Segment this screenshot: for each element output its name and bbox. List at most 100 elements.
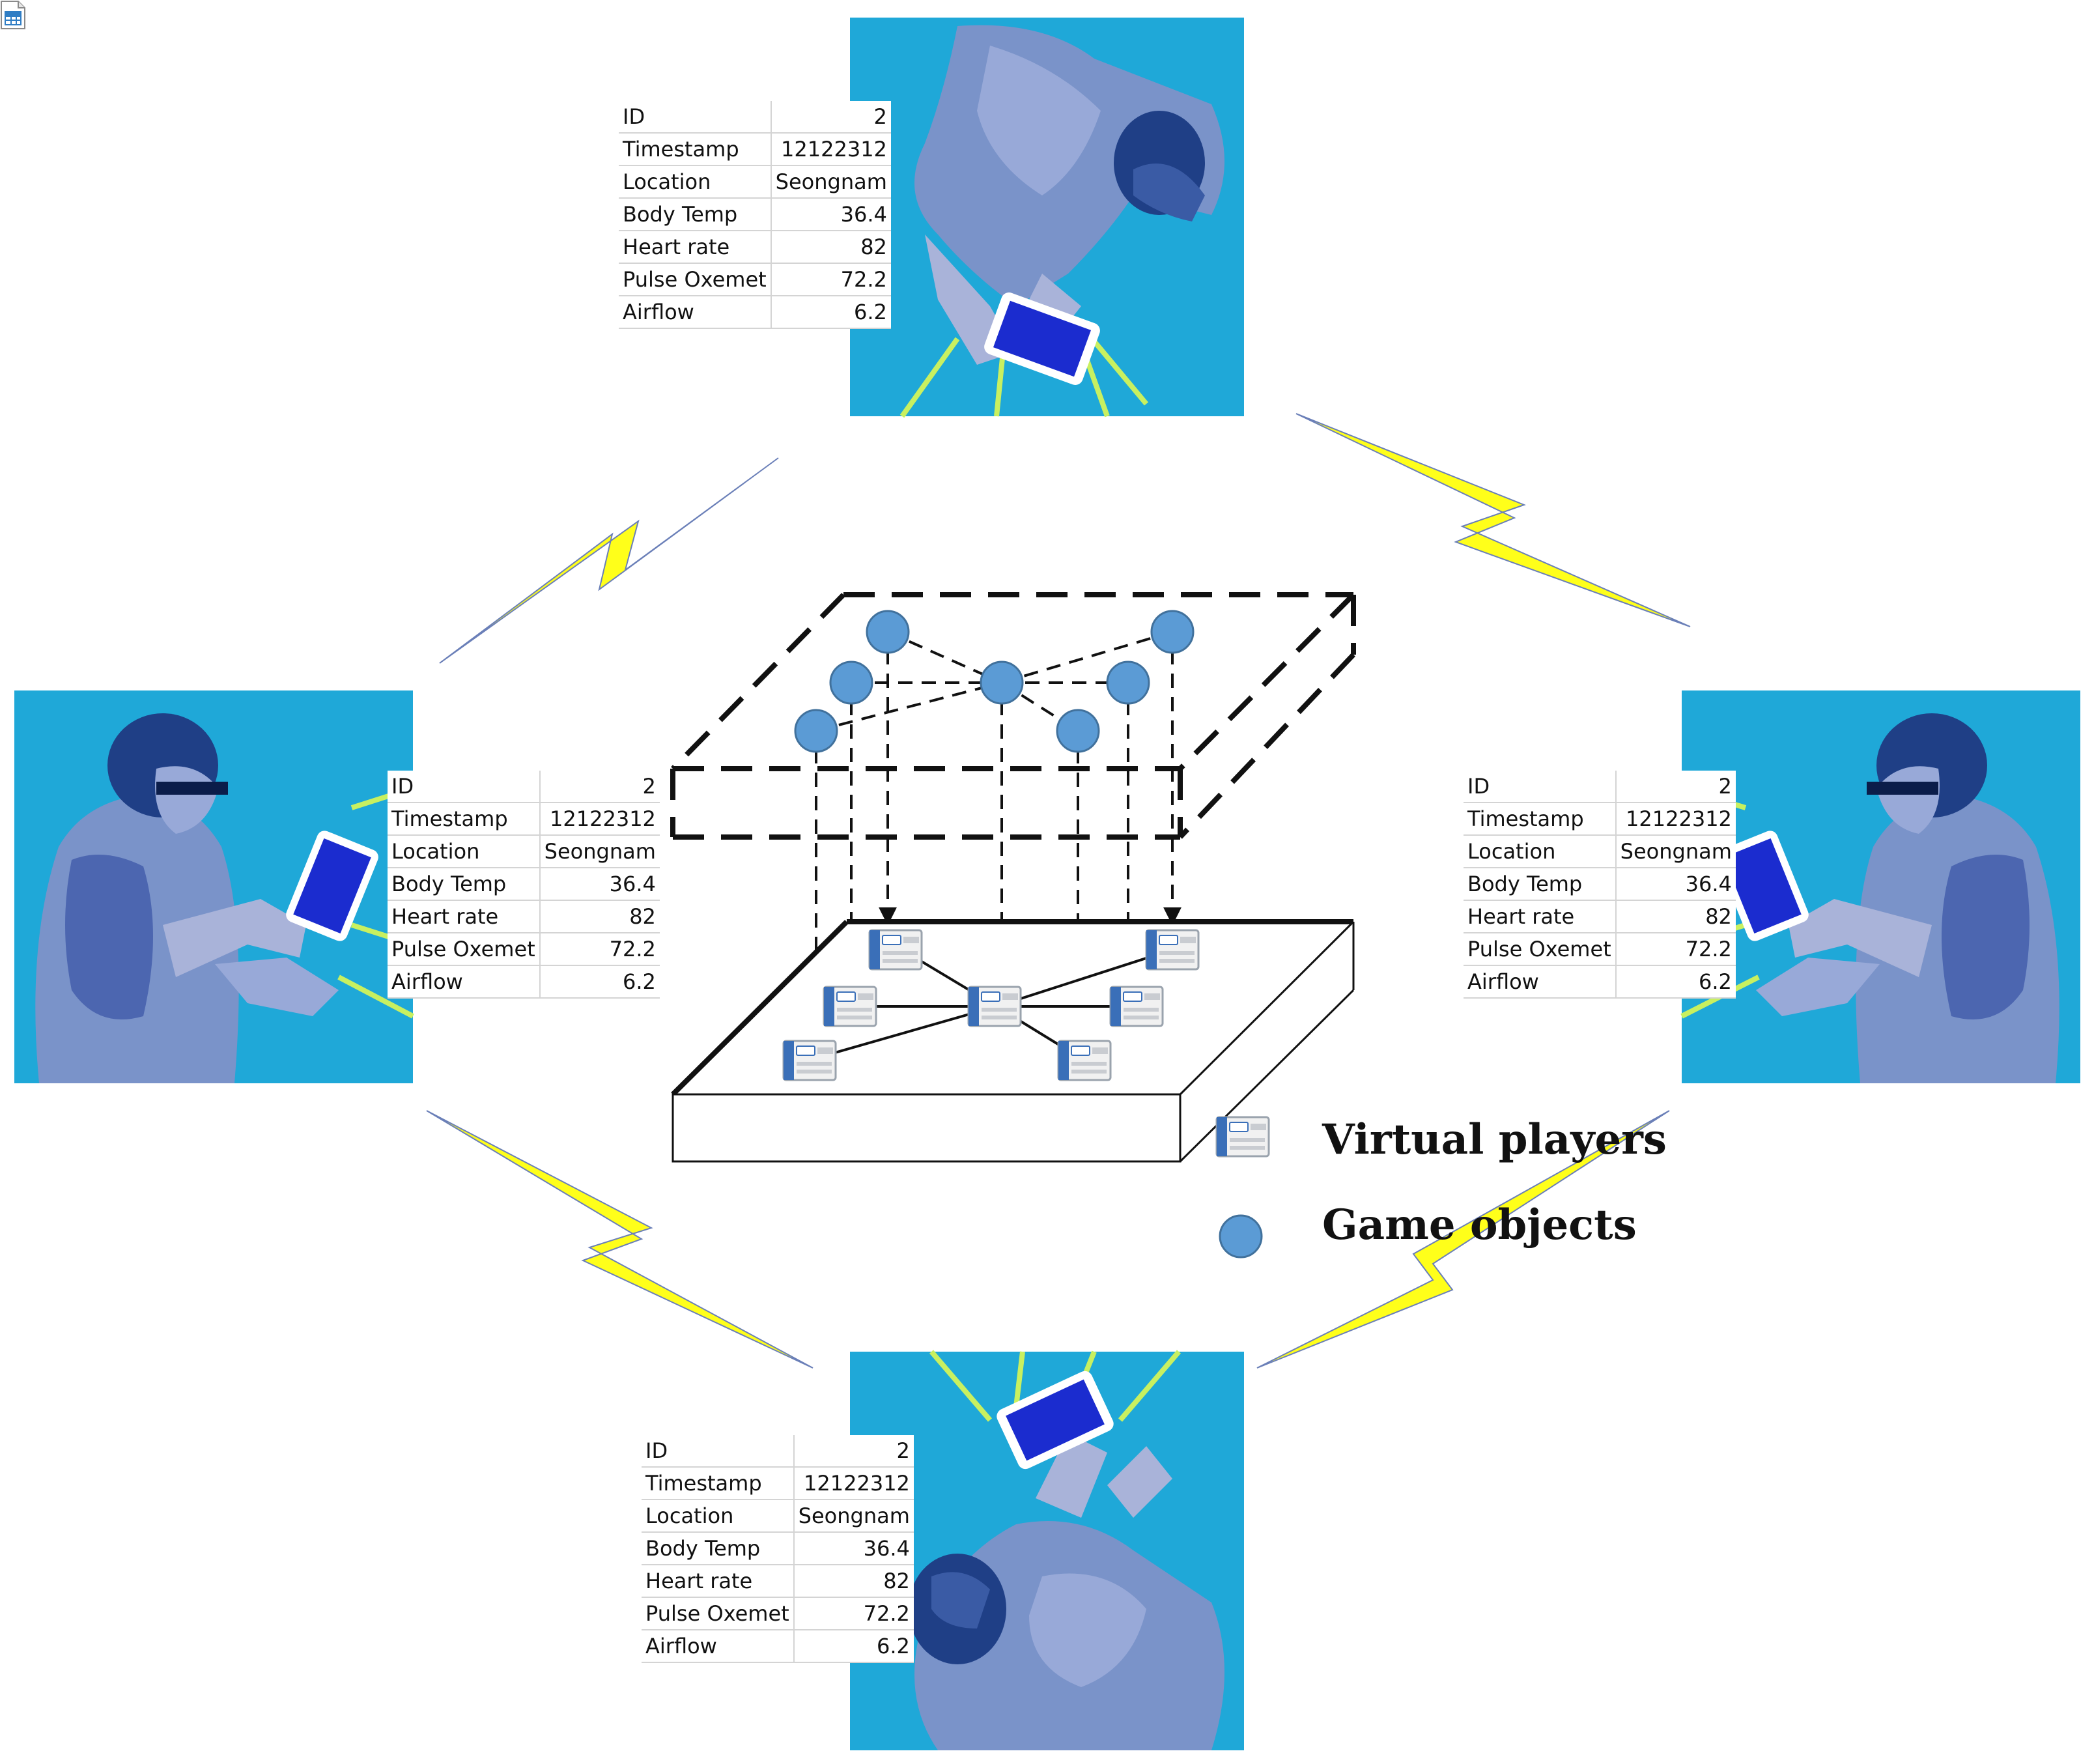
table-value-cell: 72.2 — [1615, 933, 1736, 966]
table-key-cell: Heart rate — [1464, 900, 1617, 933]
virtual-player-device — [868, 929, 923, 971]
table-key-cell: Body Temp — [619, 198, 772, 231]
table-value-cell: 82 — [1615, 900, 1736, 933]
lightning-bolt-bottom-right — [1256, 1110, 1670, 1369]
table-key-cell: Heart rate — [642, 1565, 795, 1598]
table-value-cell: 2 — [793, 1435, 914, 1468]
table-key-cell: Pulse Oxemet — [1464, 933, 1617, 966]
virtual-layer-box — [670, 592, 1356, 840]
table-value-cell: 12122312 — [793, 1467, 914, 1500]
table-key-cell: ID — [388, 771, 541, 803]
game-object-node — [1056, 709, 1100, 753]
player-panel-top — [850, 18, 1244, 418]
legend-game-objects-label: Game objects — [1322, 1201, 1637, 1249]
table-value-cell: 82 — [539, 900, 660, 933]
table-value-cell: 72.2 — [771, 263, 891, 296]
table-value-cell: Seongnam — [771, 165, 891, 199]
table-value-cell: 12122312 — [771, 133, 891, 166]
table-key-cell: Timestamp — [388, 803, 541, 836]
spreadsheet-file-icon — [1, 1, 25, 29]
table-value-cell: 2 — [539, 771, 660, 803]
table-value-cell: 2 — [1615, 771, 1736, 803]
table-key-cell: ID — [619, 101, 772, 134]
table-key-cell: Location — [619, 165, 772, 199]
table-value-cell: Seongnam — [1615, 835, 1736, 868]
legend-circle-icon — [1219, 1214, 1263, 1259]
table-key-cell: Pulse Oxemet — [388, 933, 541, 966]
table-value-cell: 72.2 — [793, 1597, 914, 1630]
game-object-node — [829, 661, 873, 705]
table-key-cell: Airflow — [1464, 965, 1617, 999]
table-value-cell: 6.2 — [1615, 965, 1736, 999]
table-value-cell: 6.2 — [793, 1630, 914, 1663]
virtual-player-device — [823, 986, 877, 1027]
table-key-cell: ID — [642, 1435, 795, 1468]
game-object-node — [1106, 661, 1150, 705]
table-value-cell: 36.4 — [1615, 868, 1736, 901]
table-value-cell: 36.4 — [793, 1532, 914, 1565]
table-key-cell: Pulse Oxemet — [619, 263, 772, 296]
game-object-node — [980, 661, 1024, 705]
table-value-cell: 36.4 — [539, 868, 660, 901]
virtual-player-device — [967, 986, 1022, 1027]
player-panel-bottom — [850, 1350, 1244, 1750]
table-value-cell: 82 — [793, 1565, 914, 1598]
table-key-cell: ID — [1464, 771, 1617, 803]
table-key-cell: Location — [388, 835, 541, 868]
table-key-cell: Timestamp — [642, 1467, 795, 1500]
table-value-cell: 12122312 — [1615, 803, 1736, 836]
legend-virtual-players-label: Virtual players — [1322, 1115, 1667, 1164]
lightning-bolt-bottom-left — [426, 1110, 814, 1369]
lightning-bolt-top-left — [439, 457, 779, 664]
table-key-cell: Body Temp — [388, 868, 541, 901]
table-value-cell: 6.2 — [539, 965, 660, 999]
table-value-cell: Seongnam — [793, 1500, 914, 1533]
game-object-node — [1150, 610, 1195, 654]
lightning-bolt-top-right — [1295, 413, 1691, 627]
table-value-cell: 12122312 — [539, 803, 660, 836]
table-value-cell: Seongnam — [539, 835, 660, 868]
table-key-cell: Airflow — [642, 1630, 795, 1663]
player-panel-left — [14, 690, 414, 1083]
table-value-cell: 6.2 — [771, 296, 891, 329]
legend-device-icon — [1215, 1116, 1270, 1158]
table-value-cell: 2 — [771, 101, 891, 134]
table-key-cell: Location — [1464, 835, 1617, 868]
table-key-cell: Body Temp — [1464, 868, 1617, 901]
virtual-player-device — [782, 1040, 837, 1081]
table-key-cell: Pulse Oxemet — [642, 1597, 795, 1630]
game-object-node — [866, 610, 910, 654]
table-key-cell: Airflow — [619, 296, 772, 329]
